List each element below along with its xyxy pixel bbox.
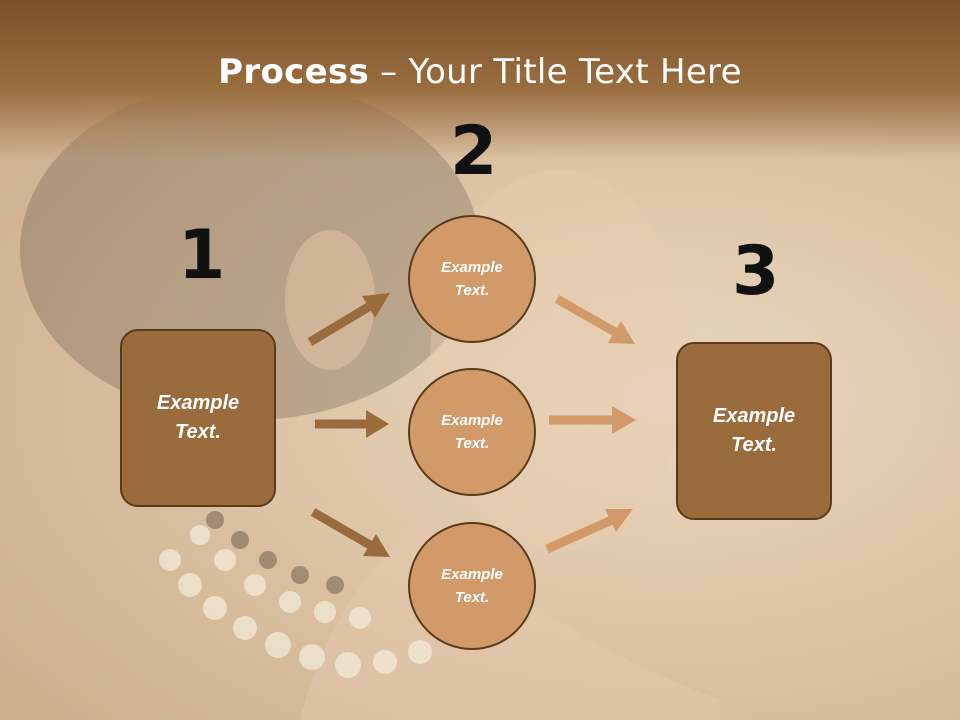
step-3-text: Example Text. xyxy=(712,405,796,456)
step-number-2: 2 xyxy=(450,112,498,191)
arrow-1-to-bottom xyxy=(310,508,390,557)
step-2-circle-bottom: Example Text. xyxy=(408,522,536,650)
step-1-box: Example Text. xyxy=(120,329,276,507)
step-3-box: Example Text. xyxy=(676,342,832,520)
slide-title: Process – Your Title Text Here xyxy=(0,52,960,92)
step-2-circle-middle-text: Example Text. xyxy=(441,412,503,452)
step-2-circle-middle: Example Text. xyxy=(408,368,536,496)
header-band xyxy=(0,0,960,160)
step-number-3: 3 xyxy=(732,232,780,311)
step-2-circle-top-text: Example Text. xyxy=(441,259,503,299)
arrow-top-to-3 xyxy=(554,295,635,344)
title-rest: – Your Title Text Here xyxy=(369,52,742,92)
arrow-middle-to-3 xyxy=(549,406,636,434)
arrow-1-to-middle xyxy=(315,410,389,438)
arrow-1-to-top xyxy=(307,293,390,346)
step-2-circle-top: Example Text. xyxy=(408,215,536,343)
step-number-1: 1 xyxy=(178,216,226,295)
title-strong: Process xyxy=(218,52,370,92)
step-2-circle-bottom-text: Example Text. xyxy=(441,566,503,606)
step-1-text: Example Text. xyxy=(156,392,240,443)
arrow-bottom-to-3 xyxy=(545,509,633,554)
